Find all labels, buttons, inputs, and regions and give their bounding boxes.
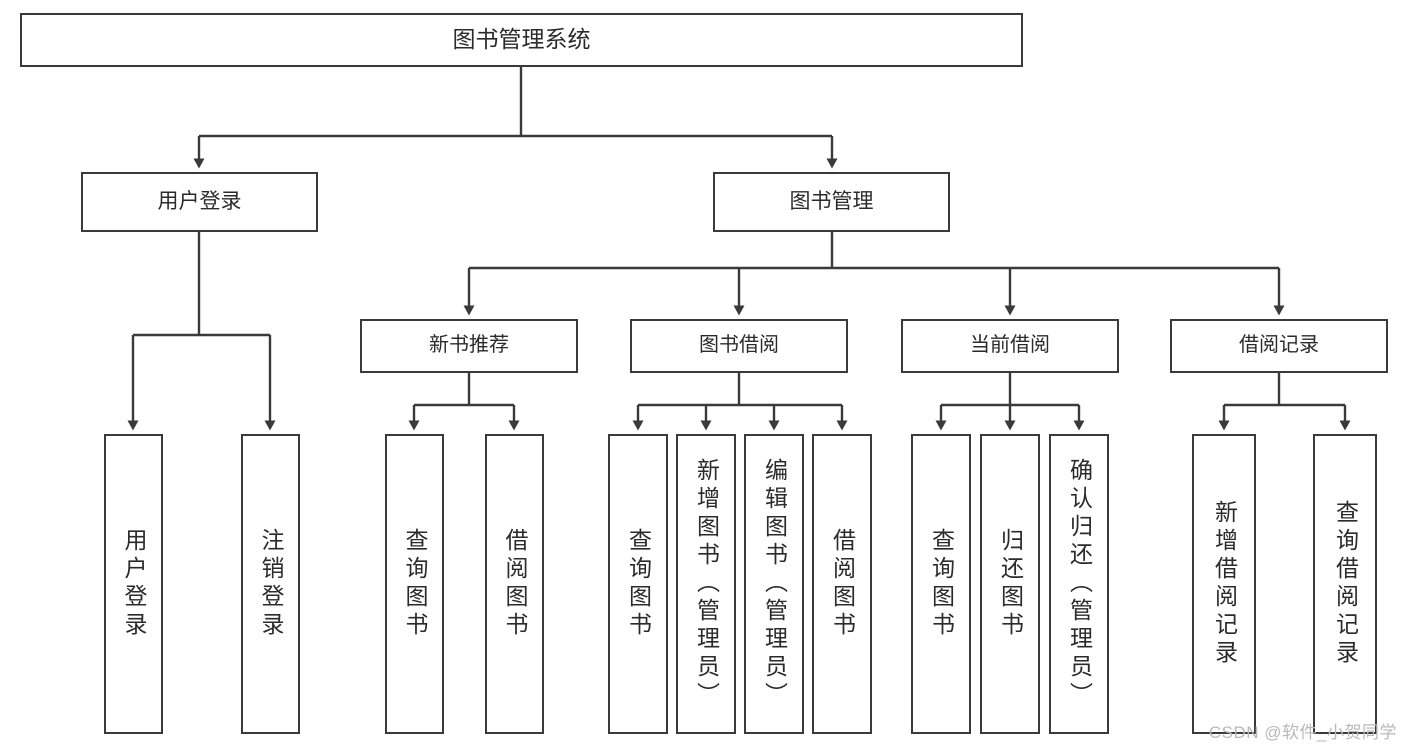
- leaf-record-add-record[interactable]: 新增借阅记录: [1192, 434, 1256, 734]
- node-user-login[interactable]: 用户登录: [81, 172, 318, 232]
- leaf-current-return-book[interactable]: 归还图书: [980, 434, 1040, 734]
- node-label: 新增图书（管理员）: [693, 458, 720, 710]
- leaf-recommend-borrow-book[interactable]: 借阅图书: [485, 434, 544, 734]
- leaf-user-login-logout[interactable]: 注销登录: [241, 434, 300, 734]
- node-label: 查询图书: [625, 528, 652, 640]
- leaf-borrow-add-book-admin[interactable]: 新增图书（管理员）: [676, 434, 736, 734]
- node-label: 新增借阅记录: [1211, 500, 1238, 668]
- node-label: 图书管理: [789, 189, 874, 213]
- node-label: 确认归还（管理员）: [1066, 458, 1093, 710]
- node-label: 用户登录: [157, 189, 242, 213]
- node-label: 借阅图书: [502, 528, 528, 640]
- node-label: 注销登录: [258, 528, 284, 640]
- node-label: 借阅图书: [829, 528, 856, 640]
- node-borrow-record[interactable]: 借阅记录: [1170, 319, 1388, 373]
- leaf-current-query-book[interactable]: 查询图书: [911, 434, 971, 734]
- node-label: 图书借阅: [699, 334, 779, 357]
- node-label: 查询图书: [928, 528, 955, 640]
- leaf-record-query-record[interactable]: 查询借阅记录: [1313, 434, 1377, 734]
- leaf-borrow-borrow-book[interactable]: 借阅图书: [812, 434, 872, 734]
- node-label: 新书推荐: [429, 334, 509, 357]
- leaf-current-confirm-return-admin[interactable]: 确认归还（管理员）: [1049, 434, 1109, 734]
- node-label: 查询图书: [402, 528, 428, 640]
- leaf-recommend-query-book[interactable]: 查询图书: [385, 434, 444, 734]
- leaf-borrow-edit-book-admin[interactable]: 编辑图书（管理员）: [744, 434, 804, 734]
- node-current-borrow[interactable]: 当前借阅: [901, 319, 1119, 373]
- node-new-book-recommend[interactable]: 新书推荐: [360, 319, 578, 373]
- node-label: 借阅记录: [1239, 334, 1319, 357]
- node-label: 查询借阅记录: [1332, 500, 1359, 668]
- node-label: 归还图书: [997, 528, 1024, 640]
- node-label: 编辑图书（管理员）: [761, 458, 788, 710]
- node-root-system[interactable]: 图书管理系统: [20, 13, 1023, 67]
- leaf-user-login-login[interactable]: 用户登录: [104, 434, 163, 734]
- node-book-management[interactable]: 图书管理: [713, 172, 950, 232]
- node-label: 图书管理系统: [452, 26, 591, 53]
- leaf-borrow-query-book[interactable]: 查询图书: [608, 434, 668, 734]
- node-label: 当前借阅: [970, 334, 1050, 357]
- node-label: 用户登录: [121, 528, 147, 640]
- node-book-borrow[interactable]: 图书借阅: [630, 319, 848, 373]
